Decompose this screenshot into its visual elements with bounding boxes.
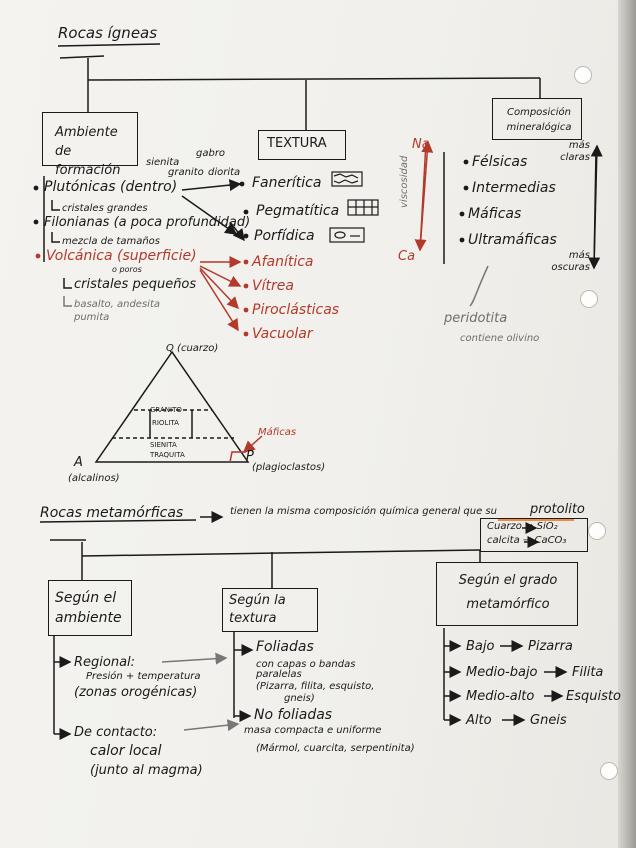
- mas-claras-label: más claras: [560, 140, 590, 163]
- textura-faneritica: Fanerítica: [252, 175, 322, 191]
- foliadas-sub3: (Pizarra, filita, esquisto,: [256, 681, 375, 692]
- mas-oscuras-label: más oscuras: [551, 250, 590, 273]
- binder-hole: [600, 762, 618, 780]
- binder-hole: [580, 290, 598, 308]
- gabro-label: gabro: [196, 148, 226, 159]
- protolito-label: protolito: [530, 502, 585, 517]
- foliadas-sub1: con capas o bandas: [256, 659, 356, 670]
- triangle-sienita: SIENITA: [150, 441, 177, 449]
- grado-medio-bajo: Medio-bajo: [466, 665, 538, 680]
- segun-ambiente-label: Según el ambiente: [55, 590, 122, 626]
- roca-esquisto: Esquisto: [566, 689, 621, 704]
- triangle-p: P: [246, 449, 254, 464]
- regional-sub1: Presión + temperatura: [86, 671, 201, 682]
- segun-ambiente-box: Según el ambiente: [48, 580, 132, 636]
- composicion-intermedias: Intermedias: [472, 180, 556, 196]
- roca-gneis: Gneis: [530, 713, 567, 728]
- foliadas-sub2: paralelas: [256, 669, 302, 680]
- formulas-box: Cuarzo → SiO₂ calcita → CaCO₃: [480, 518, 588, 552]
- textura-box: TEXTURA: [258, 130, 346, 160]
- na-label: Na: [412, 137, 430, 152]
- composicion-label: Composición mineralógica: [506, 107, 572, 133]
- formula-calcita: calcita → CaCO₃: [487, 535, 567, 546]
- binder-hole: [574, 66, 592, 84]
- contacto-sub2: (junto al magma): [90, 763, 203, 778]
- foliadas-sub4: gneis): [284, 693, 315, 704]
- composicion-box: Composición mineralógica: [492, 98, 582, 140]
- metamorficas-definicion: tienen la misma composición química gene…: [230, 506, 497, 517]
- triangle-a: A: [74, 455, 83, 470]
- page-edge: [618, 0, 636, 848]
- no-foliadas-sub2: (Mármol, cuarcita, serpentinita): [256, 743, 415, 754]
- triangle-riolita: RIOLITA: [152, 419, 179, 427]
- triangle-p-sub: (plagioclastos): [252, 462, 326, 473]
- composicion-maficas: Máficas: [468, 206, 522, 222]
- roca-pizarra: Pizarra: [528, 639, 573, 654]
- volcanica-note: o poros: [112, 265, 142, 274]
- contacto-sub1: calor local: [90, 743, 162, 759]
- textura-pegmatitica: Pegmatítica: [256, 203, 340, 219]
- volcanica-sub1: cristales pequeños: [74, 277, 197, 292]
- diorita-label: diorita: [208, 167, 241, 178]
- metamorficas-title: Rocas metamórficas: [40, 505, 184, 521]
- ca-label: Ca: [398, 249, 416, 264]
- textura-piroclasticas: Piroclásticas: [252, 302, 340, 318]
- contacto-label: De contacto:: [74, 725, 158, 740]
- filonianas-label: Filonianas (a poca profundidad): [44, 215, 251, 230]
- viscosidad-label: viscosidad: [399, 155, 410, 208]
- composicion-felsicas: Félsicas: [472, 154, 528, 170]
- formula-cuarzo: Cuarzo → SiO₂: [487, 521, 558, 532]
- segun-grado-label: Según el grado metamórfico: [458, 573, 558, 612]
- regional-label: Regional:: [74, 655, 136, 670]
- volcanica-sub2: basalto, andesita pumita: [74, 299, 160, 323]
- granito-label: granito: [168, 167, 204, 178]
- binder-hole: [588, 522, 606, 540]
- triangle-q: Q (cuarzo): [166, 343, 219, 354]
- segun-textura-label: Según la textura: [229, 593, 286, 626]
- ambiente-formacion-label: Ambiente de formación: [55, 125, 121, 178]
- volcanica-label: Volcánica (superficie): [46, 248, 197, 264]
- triangle-traquita: TRAQUITA: [150, 451, 185, 459]
- composicion-ultramaficas: Ultramáficas: [468, 232, 557, 248]
- no-foliadas-sub1: masa compacta e uniforme: [244, 725, 382, 736]
- textura-vacuolar: Vacuolar: [252, 326, 313, 342]
- ambiente-formacion-box: Ambiente de formación: [42, 112, 138, 178]
- plutonicas-label: Plutónicas (dentro): [44, 179, 178, 195]
- textura-porfidica: Porfídica: [254, 228, 315, 244]
- textura-vitrea: Vítrea: [252, 278, 294, 294]
- segun-textura-box: Según la textura: [222, 588, 318, 632]
- peridotita-sub: contiene olivino: [460, 333, 540, 344]
- peridotita-label: peridotita: [444, 311, 508, 326]
- triangle-a-sub: (alcalinos): [68, 473, 120, 484]
- roca-filita: Filita: [572, 665, 604, 680]
- textura-label: TEXTURA: [267, 136, 327, 151]
- sienita-label: sienita: [146, 157, 180, 168]
- igneas-title: Rocas ígneas: [58, 24, 158, 42]
- grado-alto: Alto: [466, 713, 492, 728]
- triangle-maficas: Máficas: [258, 427, 297, 438]
- foliadas-label: Foliadas: [256, 639, 314, 655]
- no-foliadas-label: No foliadas: [254, 707, 333, 723]
- textura-afanitica: Afanítica: [252, 254, 314, 270]
- segun-grado-box: Según el grado metamórfico: [436, 562, 578, 626]
- plutonicas-sub: cristales grandes: [62, 203, 148, 214]
- triangle-granito: GRANITO: [150, 406, 182, 414]
- regional-sub2: (zonas orogénicas): [74, 685, 198, 700]
- grado-medio-alto: Medio-alto: [466, 689, 535, 704]
- filonianas-sub: mezcla de tamaños: [62, 236, 160, 247]
- grado-bajo: Bajo: [466, 639, 495, 654]
